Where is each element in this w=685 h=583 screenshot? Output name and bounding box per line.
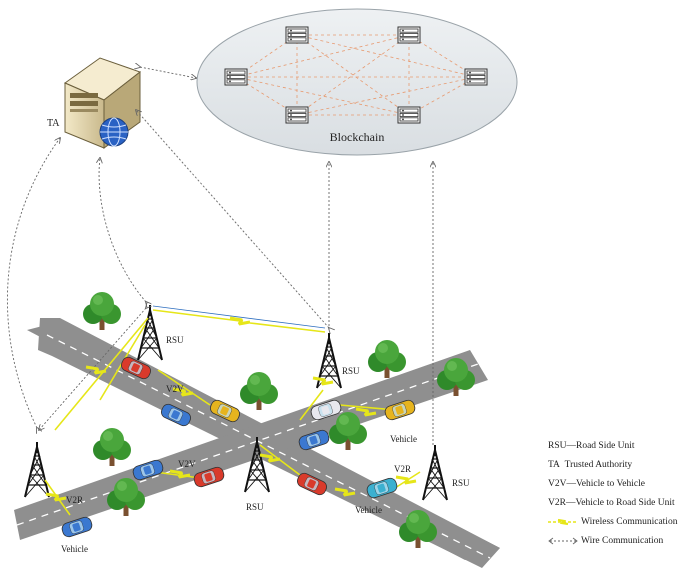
rsu-label: RSU [166,335,184,345]
tree [368,340,406,378]
rsu-tower-icon [137,304,163,361]
rsu-tower-icon [24,441,50,498]
vehicle-label: Vehicle [355,505,382,515]
wire-link [140,67,196,78]
wireless-bolt-icon [311,376,335,386]
legend: RSU—Road Side Unit TA Trusted Authority … [548,436,685,550]
wireless-bolt-icon [394,475,418,485]
wireless-bolt-icon [228,316,252,326]
rsu-tower-icon [422,444,448,501]
blockchain-node-icon [285,26,309,44]
ta-server-icon [63,57,142,149]
legend-item: V2R—Vehicle to Road Side Unit [548,497,675,508]
legend-item: Wireless Communication [548,512,685,531]
blockchain-node-icon [285,106,309,124]
wireless-bolt-icon [548,518,578,525]
blockchain-node-icon [397,26,421,44]
vehicle-label: Vehicle [61,544,88,554]
legend-item: Wire Communication [548,531,685,550]
rsu-label: RSU [342,366,360,376]
v2v-label: V2V [178,459,196,469]
legend-item: V2V—Vehicle to Vehicle [548,478,645,489]
v2r-label: V2R [394,464,411,474]
blockchain-mesh [235,34,477,116]
ta-label: TA [47,118,60,129]
tree [240,372,278,410]
tree [93,428,131,466]
wire-arrow-icon [548,537,578,544]
tree [83,292,121,330]
v2v-label: V2V [166,384,184,394]
v2r-label: V2R [66,495,83,505]
rsu-label: RSU [452,478,470,488]
vehicle-label: Vehicle [390,434,417,444]
blockchain-node-icon [224,68,248,86]
legend-item: TA Trusted Authority [548,459,633,470]
blockchain-node-icon [464,68,488,86]
rsu-label: RSU [246,502,264,512]
blockchain-node-icon [397,106,421,124]
blockchain-label: Blockchain [330,130,385,144]
legend-item: RSU—Road Side Unit [548,440,635,451]
